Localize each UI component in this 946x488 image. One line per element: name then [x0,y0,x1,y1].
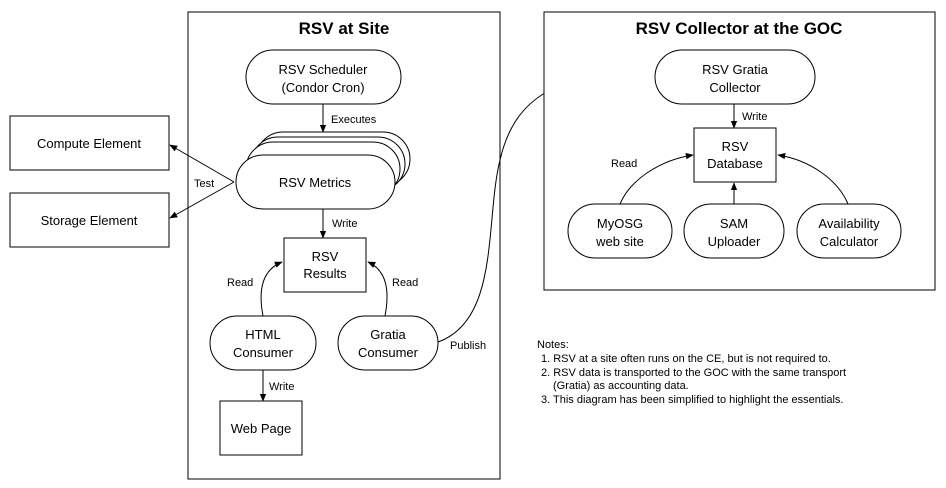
test-label: Test [194,178,214,190]
note-1: 1. RSV at a site often runs on the CE, b… [541,353,831,365]
myosg-label-2: web site [595,234,644,249]
test-arrow-compute [169,144,235,183]
goc-write-label: Write [742,111,767,123]
notes-title: Notes: [537,339,569,351]
gratia-collector-node[interactable]: RSV Gratia Collector [654,49,816,105]
scheduler-node[interactable]: RSV Scheduler (Condor Cron) [245,49,402,105]
sam-label-1: SAM [720,216,748,231]
availability-label-1: Availability [818,216,880,231]
database-label-1: RSV [722,139,749,154]
gratia-collector-label-1: RSV Gratia [702,62,769,77]
myosg-label-1: MyOSG [597,216,643,231]
availability-read-arrow [777,152,849,205]
publish-label: Publish [450,340,486,352]
goc-read-label: Read [611,158,637,170]
read-arrow-gratia [367,261,388,317]
html-consumer-node[interactable]: HTML Consumer [209,315,317,371]
gratia-collector-label-2: Collector [709,80,761,95]
read-label-left: Read [227,277,253,289]
results-node[interactable]: RSV Results [283,237,367,293]
gratia-consumer-label-1: Gratia [370,327,406,342]
availability-label-2: Calculator [820,234,879,249]
test-arrow-storage [169,181,235,219]
executes-label: Executes [331,114,377,126]
database-node[interactable]: RSV Database [693,127,777,183]
read-label-right: Read [392,277,418,289]
gratia-consumer-label-2: Consumer [358,345,419,360]
compute-element-label: Compute Element [37,136,141,151]
sam-label-2: Uploader [708,234,761,249]
availability-node[interactable]: Availability Calculator [796,203,902,259]
metrics-node[interactable]: RSV Metrics [235,131,411,210]
sam-uploader-node[interactable]: SAM Uploader [683,203,785,259]
web-page-node[interactable]: Web Page [219,400,303,456]
write-label-webpage: Write [269,381,294,393]
storage-element-label: Storage Element [41,213,138,228]
note-2-cont: (Gratia) as accounting data. [553,380,689,392]
web-page-label: Web Page [231,421,291,436]
myosg-node[interactable]: MyOSG web site [567,203,673,259]
scheduler-label-2: (Condor Cron) [281,80,364,95]
metrics-label: RSV Metrics [279,175,352,190]
results-label-2: Results [303,266,347,281]
html-consumer-label-1: HTML [245,327,280,342]
site-title: RSV at Site [299,19,390,38]
storage-element-node[interactable]: Storage Element [9,192,170,248]
myosg-read-arrow [619,152,694,205]
goc-title: RSV Collector at the GOC [636,19,843,38]
html-consumer-label-2: Consumer [233,345,294,360]
results-label-1: RSV [312,249,339,264]
write-label-results: Write [332,218,357,230]
scheduler-label-1: RSV Scheduler [279,62,369,77]
note-2: 2. RSV data is transported to the GOC wi… [541,367,846,379]
read-arrow-html [260,261,283,317]
gratia-consumer-node[interactable]: Gratia Consumer [337,315,439,371]
notes: Notes: 1. RSV at a site often runs on th… [537,339,846,406]
compute-element-node[interactable]: Compute Element [9,115,170,171]
note-3: 3. This diagram has been simplified to h… [541,394,843,406]
database-label-2: Database [707,156,763,171]
